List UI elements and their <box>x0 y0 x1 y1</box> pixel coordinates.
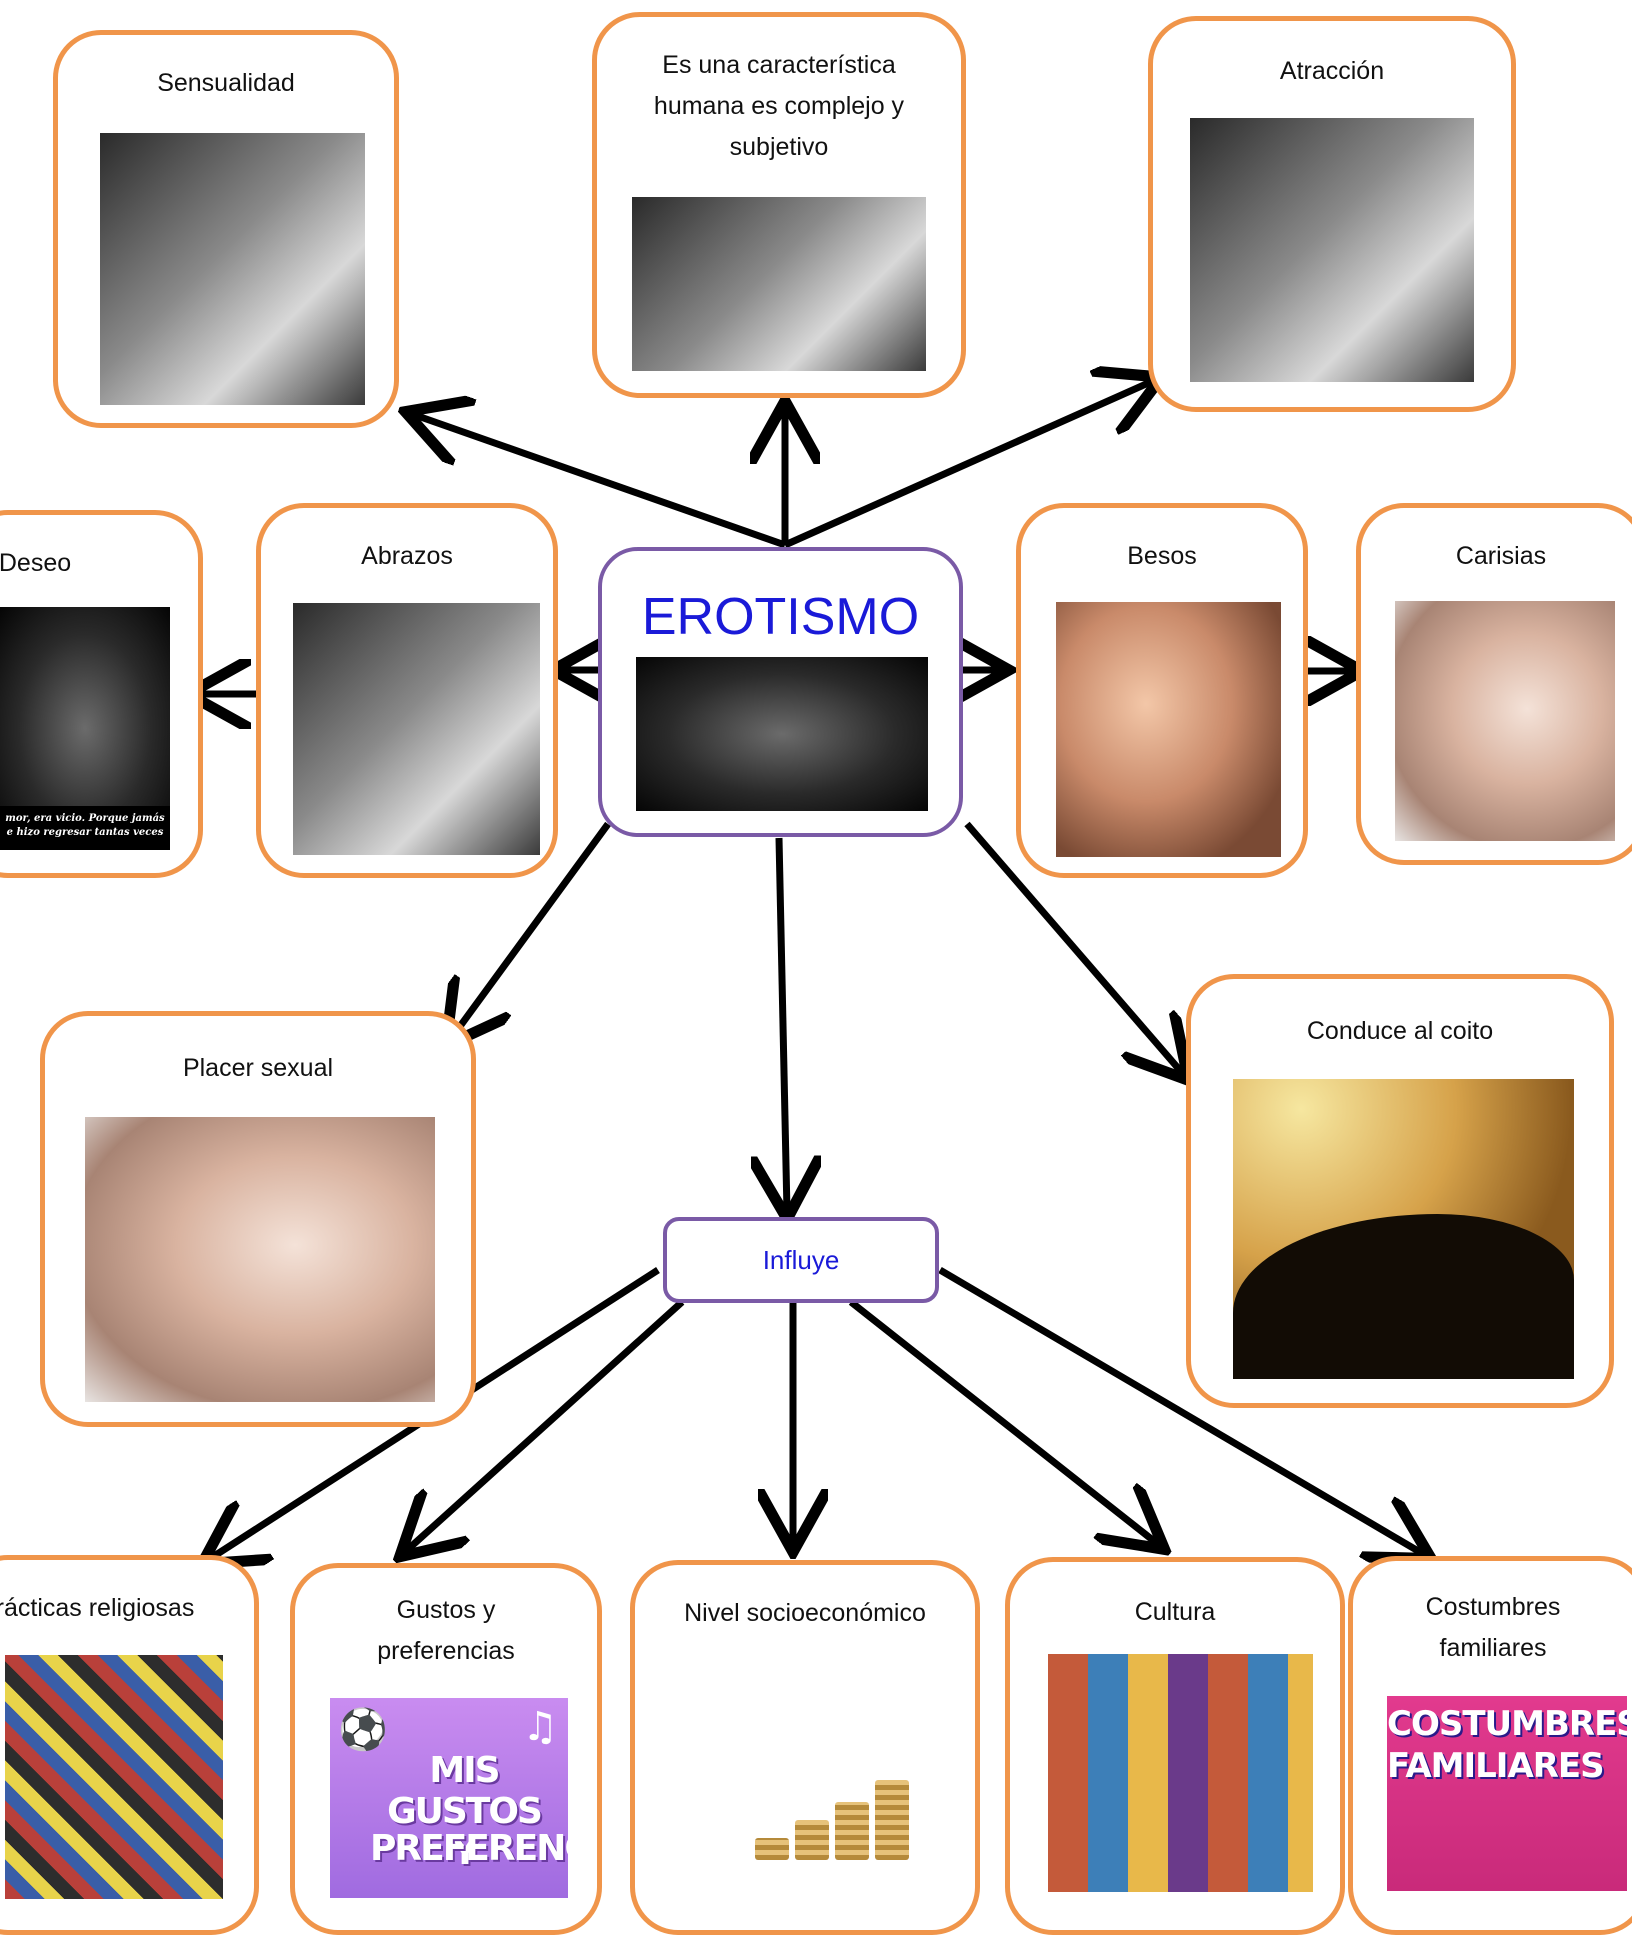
node-carisias: Carisias <box>1356 503 1632 865</box>
arrow-to-coito <box>964 821 1184 1075</box>
arrow-to-sensualidad <box>412 414 787 549</box>
costumbres-image-text: FAMILIARES <box>1387 1746 1605 1786</box>
center-photo <box>636 657 928 811</box>
center-title: EROTISMO <box>641 588 920 646</box>
influye-node: Influye <box>663 1217 939 1303</box>
atraccion-photo <box>1190 118 1474 382</box>
node-label: Costumbres familiares <box>1425 1593 1561 1662</box>
abrazos-photo <box>293 603 540 855</box>
node-label: Atracción <box>1279 57 1385 85</box>
coin-stack <box>875 1780 909 1860</box>
coin-stack <box>835 1802 869 1860</box>
music-note-icon: ♫ <box>522 1704 558 1750</box>
node-practicas: rácticas religiosas <box>0 1555 259 1935</box>
arrow-to-gustos <box>405 1299 685 1552</box>
coin-stack <box>755 1838 789 1860</box>
node-caracteristica: Es una característica humana es complejo… <box>592 12 966 398</box>
node-label: Gustos y preferencias <box>377 1596 515 1665</box>
arrow-to-placer <box>450 821 611 1040</box>
node-deseo: Deseo mor, era vicio. Porque jamás e hiz… <box>0 510 203 878</box>
node-label: Placer sexual <box>182 1054 334 1082</box>
sensualidad-photo <box>100 133 365 405</box>
node-atraccion: Atracción <box>1148 16 1516 412</box>
placer-photo <box>85 1117 435 1402</box>
costumbres-image-text: COSTUMBRES <box>1387 1704 1627 1744</box>
node-label: rácticas religiosas <box>0 1594 195 1622</box>
node-label: Carisias <box>1455 542 1547 570</box>
arrow-to-cultura <box>848 1299 1159 1545</box>
node-label: Deseo <box>0 549 72 577</box>
node-sensualidad: Sensualidad <box>53 30 399 428</box>
node-label: Conduce al coito <box>1306 1017 1494 1045</box>
center-node: EROTISMO <box>598 547 963 837</box>
arrow-to-atraccion <box>783 380 1155 549</box>
node-cultura: Cultura <box>1005 1557 1345 1935</box>
gustos-image-text: MIS GUSTOS Y <box>387 1750 543 1873</box>
node-label: Nivel socioeconómico <box>684 1599 926 1627</box>
node-placer: Placer sexual <box>40 1011 476 1427</box>
cultura-photo <box>1048 1654 1313 1892</box>
coito-photo <box>1233 1079 1574 1379</box>
costumbres-photo: COSTUMBRES FAMILIARES <box>1387 1696 1627 1891</box>
node-abrazos: Abrazos <box>256 503 558 878</box>
nivel-photo <box>700 1660 920 1900</box>
caracteristica-photo <box>632 197 926 371</box>
node-nivel: Nivel socioeconómico <box>630 1560 980 1935</box>
carisias-photo <box>1395 601 1615 841</box>
node-gustos: Gustos y preferencias ⚽ ♫ MIS GUSTOS Y P… <box>290 1563 602 1935</box>
node-label: Abrazos <box>361 542 453 570</box>
practicas-photo <box>5 1655 223 1899</box>
gustos-image-text: PREFERENCIAS <box>370 1828 568 1869</box>
besos-photo <box>1056 602 1281 857</box>
node-label: Es una característica humana es complejo… <box>653 51 905 161</box>
node-label: Sensualidad <box>157 69 295 97</box>
caption-line: e hizo regresar tantas veces <box>6 827 164 838</box>
deseo-photo: mor, era vicio. Porque jamás e hizo regr… <box>0 607 170 850</box>
node-coito: Conduce al coito <box>1186 974 1614 1408</box>
influye-label: Influye <box>762 1244 840 1275</box>
soccer-ball-icon: ⚽ <box>338 1707 388 1753</box>
node-costumbres: Costumbres familiares COSTUMBRES FAMILIA… <box>1348 1556 1632 1935</box>
coin-stack <box>795 1820 829 1860</box>
caption-line: mor, era vicio. Porque jamás <box>5 813 165 824</box>
deseo-photo-caption: mor, era vicio. Porque jamás e hizo regr… <box>0 806 170 850</box>
arrow-to-influye <box>779 837 787 1212</box>
gustos-photo: ⚽ ♫ MIS GUSTOS Y PREFERENCIAS <box>330 1698 568 1898</box>
node-label: Besos <box>1127 542 1197 570</box>
node-besos: Besos <box>1016 503 1308 878</box>
node-label: Cultura <box>1134 1598 1216 1626</box>
arrow-to-costumbres <box>938 1266 1425 1555</box>
